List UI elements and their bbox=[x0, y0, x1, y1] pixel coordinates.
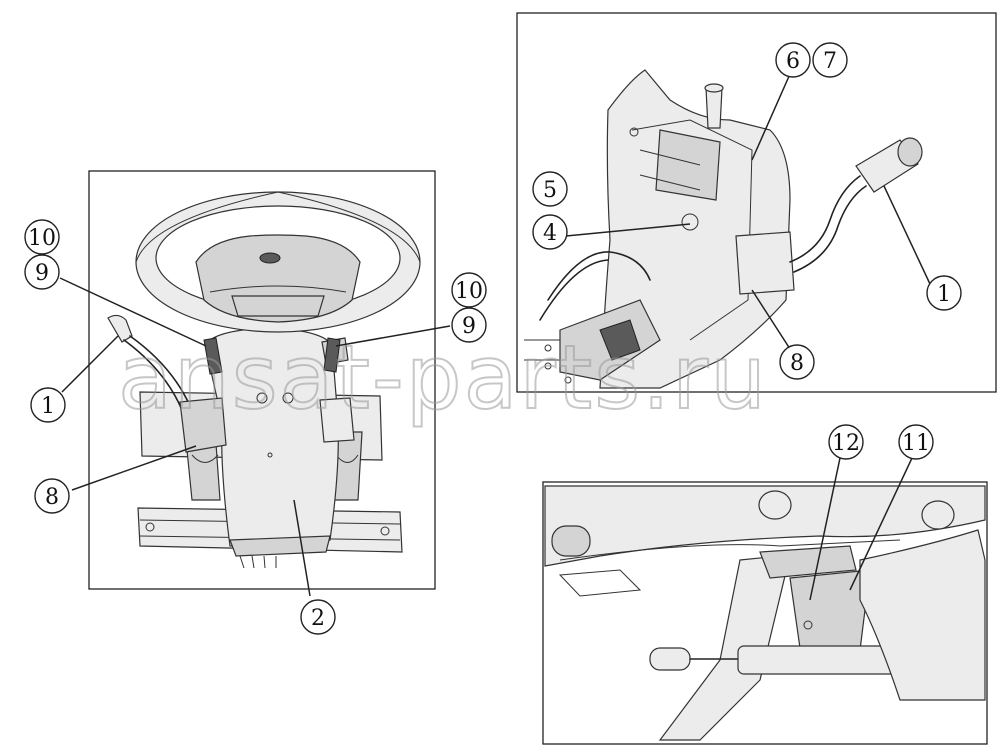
svg-text:4: 4 bbox=[543, 221, 557, 246]
svg-text:8: 8 bbox=[790, 351, 804, 376]
callout-2: 2 bbox=[300, 599, 336, 635]
leader-6-7 bbox=[751, 73, 791, 161]
callout-8-right: 8 bbox=[779, 344, 815, 380]
callout-9-right: 9 bbox=[451, 307, 487, 343]
callout-11: 11 bbox=[898, 424, 934, 460]
steering-wheel bbox=[135, 191, 421, 333]
svg-text:12: 12 bbox=[832, 431, 860, 456]
panel-side-view: 6 7 5 4 1 8 bbox=[516, 12, 997, 393]
leader-9-right bbox=[335, 325, 451, 347]
callout-7: 7 bbox=[812, 42, 848, 78]
panel-frame-bottom-right bbox=[542, 481, 988, 745]
leader-9-left bbox=[59, 277, 207, 347]
svg-text:6: 6 bbox=[786, 49, 800, 74]
lever-bracket bbox=[658, 545, 871, 741]
svg-text:10: 10 bbox=[28, 226, 56, 251]
svg-text:10: 10 bbox=[455, 279, 483, 304]
svg-text:1: 1 bbox=[41, 394, 55, 419]
panel-pedal-detail: 12 11 bbox=[542, 424, 988, 745]
callout-4: 4 bbox=[532, 214, 568, 250]
svg-text:11: 11 bbox=[902, 431, 930, 456]
svg-text:1: 1 bbox=[937, 282, 951, 307]
callout-12: 12 bbox=[828, 424, 864, 460]
mount-plate bbox=[859, 529, 986, 701]
svg-text:2: 2 bbox=[311, 606, 325, 631]
adjust-lever-right bbox=[323, 337, 341, 373]
watermark-text: ansat-parts.ru bbox=[118, 326, 768, 429]
body-structure bbox=[544, 485, 986, 597]
leader-1-left bbox=[61, 335, 119, 393]
svg-text:9: 9 bbox=[462, 314, 476, 339]
callout-1-right: 1 bbox=[926, 275, 962, 311]
callout-6: 6 bbox=[775, 42, 811, 78]
callout-10-left: 10 bbox=[24, 219, 60, 255]
column-top-shaft bbox=[704, 83, 724, 129]
callout-5: 5 bbox=[532, 171, 568, 207]
svg-text:5: 5 bbox=[543, 178, 557, 203]
column-shroud bbox=[204, 327, 339, 569]
leader-11 bbox=[849, 457, 913, 591]
svg-text:8: 8 bbox=[45, 485, 59, 510]
side-stalk-lever bbox=[789, 137, 923, 273]
leader-2 bbox=[293, 499, 311, 597]
svg-text:9: 9 bbox=[35, 261, 49, 286]
panel-steering-assembly: 10 9 1 8 2 10 9 bbox=[24, 170, 487, 635]
switch-block bbox=[735, 231, 795, 295]
leader-8-right bbox=[751, 289, 793, 353]
column-mechanism bbox=[524, 251, 661, 384]
callout-8-left: 8 bbox=[34, 478, 70, 514]
leader-1-right bbox=[883, 185, 931, 285]
left-stalk-switch bbox=[107, 314, 227, 453]
callout-1-left: 1 bbox=[30, 387, 66, 423]
leader-8-left bbox=[71, 445, 197, 491]
leader-4 bbox=[565, 223, 691, 237]
adjust-lever-left bbox=[203, 337, 223, 375]
column-housing bbox=[599, 69, 791, 389]
panel-frame-top-right bbox=[516, 12, 997, 393]
callout-9-left: 9 bbox=[24, 254, 60, 290]
panel-frame-left bbox=[88, 170, 436, 590]
callout-10-right: 10 bbox=[451, 272, 487, 308]
svg-text:7: 7 bbox=[823, 49, 837, 74]
leader-12 bbox=[809, 457, 841, 601]
